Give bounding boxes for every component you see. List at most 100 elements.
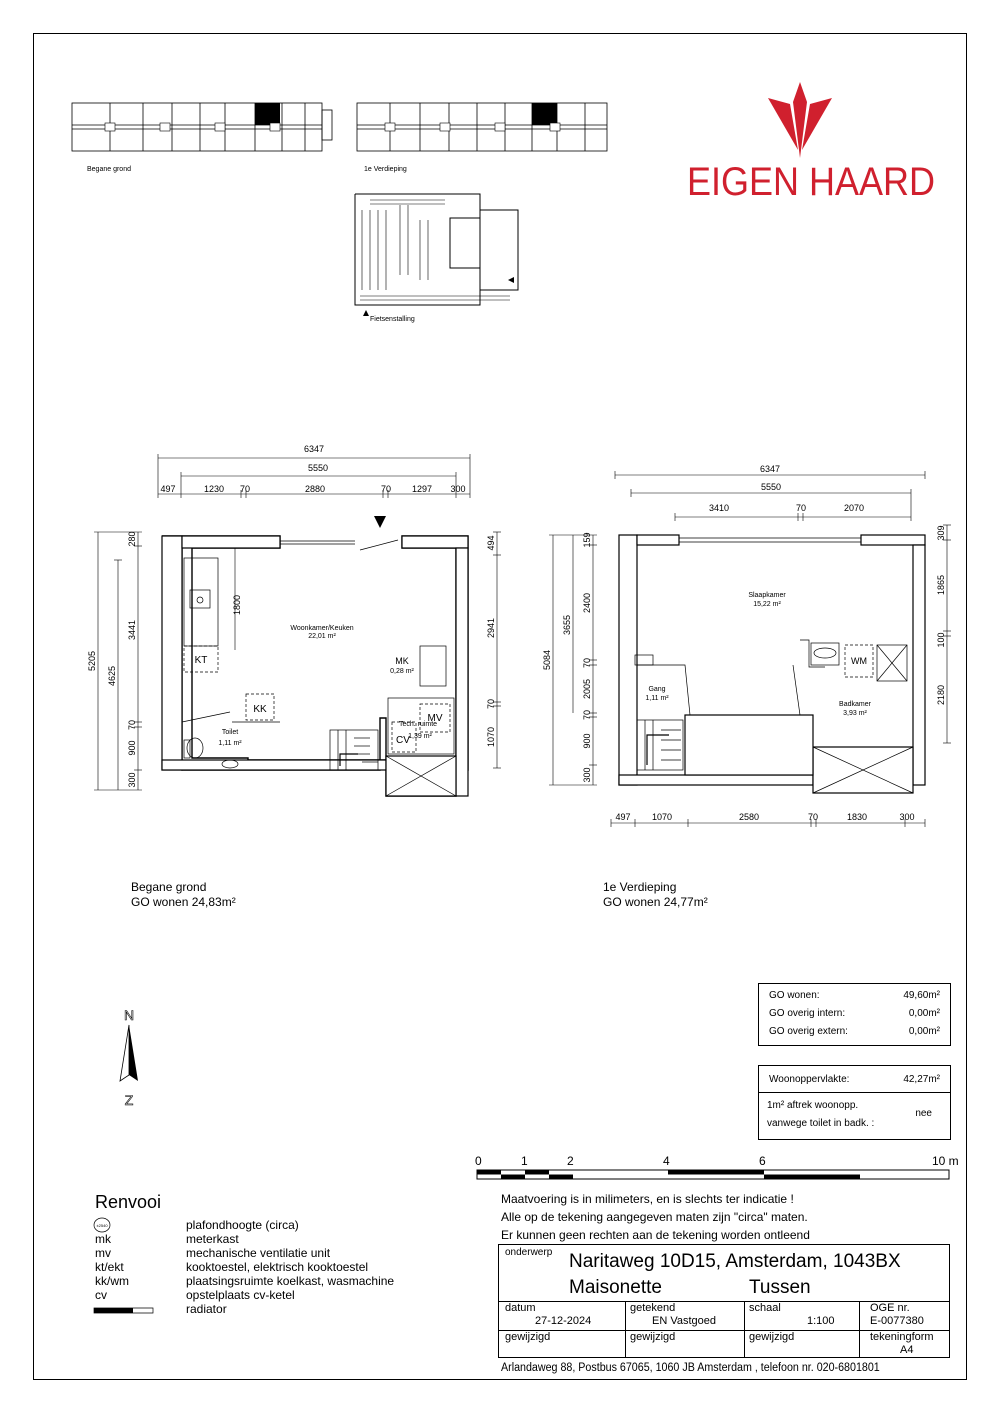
f-dim-2070: 2070 bbox=[844, 503, 864, 513]
g-dim-2880: 2880 bbox=[305, 484, 325, 494]
f-room-bed-area: 15,22 m² bbox=[753, 601, 781, 608]
g-dim-5205: 5205 bbox=[87, 651, 97, 671]
g-dim-1230: 1230 bbox=[204, 484, 224, 494]
floorplan-ground: 6347 5550 497 1230 70 2880 70 1297 300 5… bbox=[87, 444, 501, 797]
scale-0: 0 bbox=[475, 1154, 482, 1168]
titleblock-datum: datum 27-12-2024 bbox=[498, 1301, 626, 1331]
titleblock-gewijzigd-3: gewijzigd bbox=[744, 1330, 860, 1358]
legend-desc: mechanische ventilatie unit bbox=[186, 1246, 331, 1260]
legend-desc: radiator bbox=[186, 1302, 227, 1316]
note-1: Maatvoering is in milimeters, en is slec… bbox=[501, 1192, 794, 1206]
g-dim-497: 497 bbox=[160, 484, 175, 494]
tekeningform-label: tekeningform bbox=[870, 1331, 934, 1343]
legend-key: cv bbox=[95, 1288, 107, 1302]
g-kt: KT bbox=[195, 655, 208, 666]
titleblock-getekend: getekend EN Vastgoed bbox=[625, 1301, 745, 1331]
g-room-mk: MK bbox=[395, 656, 409, 666]
keyplan-ground bbox=[71, 102, 333, 152]
g-mv: MV bbox=[428, 713, 443, 724]
f-room-gang-area: 1,11 m² bbox=[645, 695, 669, 702]
keyplan-ground-label: Begane grond bbox=[87, 166, 131, 173]
schaal-value: 1:100 bbox=[807, 1315, 835, 1327]
compass-z: Z bbox=[125, 1092, 134, 1108]
brand-name: EIGEN HAARD bbox=[687, 160, 936, 204]
address: Naritaweg 10D15, Amsterdam, 1043BX bbox=[569, 1251, 901, 1272]
go-extern-value: 0,00m² bbox=[908, 1025, 940, 1037]
legend-desc: opstelplaats cv-ketel bbox=[186, 1288, 295, 1302]
f-dim-309: 309 bbox=[936, 525, 946, 540]
keyplan-first-label: 1e Verdieping bbox=[364, 166, 407, 173]
f-dim-3655: 3655 bbox=[562, 615, 572, 635]
ground-floor-title: Begane grond bbox=[131, 880, 207, 894]
legend-title: Renvooi bbox=[95, 1192, 162, 1212]
f-dim-2180: 2180 bbox=[936, 685, 946, 705]
legend-key: mv bbox=[95, 1246, 111, 1260]
eigen-haard-logo-icon bbox=[768, 82, 832, 158]
f-dim-70: 70 bbox=[796, 503, 806, 513]
aftrek-value: nee bbox=[915, 1108, 932, 1119]
f-dim-inner: 5550 bbox=[761, 482, 781, 492]
onderwerp-label: onderwerp bbox=[505, 1247, 553, 1258]
go-wonen-label: GO wonen: bbox=[769, 989, 820, 1001]
titleblock-subject: onderwerp Naritaweg 10D15, Amsterdam, 10… bbox=[498, 1244, 950, 1302]
datum-label: datum bbox=[505, 1302, 536, 1314]
datum-value: 27-12-2024 bbox=[535, 1315, 592, 1327]
f-dim-1865: 1865 bbox=[936, 575, 946, 595]
g-dim-inner: 5550 bbox=[308, 463, 328, 473]
titleblock-gewijzigd-1: gewijzigd bbox=[498, 1330, 626, 1358]
woon-label: Woonoppervlakte: bbox=[769, 1073, 850, 1085]
note-2: Alle op de tekening aangegeven maten zij… bbox=[501, 1210, 808, 1224]
company-footer: Arlandaweg 88, Postbus 67065, 1060 JB Am… bbox=[501, 1362, 880, 1374]
f-dim-5084: 5084 bbox=[542, 650, 552, 670]
tekeningform-value: A4 bbox=[900, 1344, 914, 1356]
g-room-tech-area: 1,39 m² bbox=[408, 733, 432, 740]
radiator-icon bbox=[93, 1307, 154, 1314]
g-dim-280: 280 bbox=[127, 531, 137, 546]
house-type: Maisonette bbox=[569, 1277, 662, 1298]
f-dim-overall: 6347 bbox=[760, 464, 780, 474]
keyplan-first bbox=[356, 102, 608, 152]
note-3: Er kunnen geen rechten aan de tekening w… bbox=[501, 1228, 810, 1242]
page-frame bbox=[33, 33, 967, 1380]
g-dim-2941: 2941 bbox=[486, 618, 496, 638]
getekend-label: getekend bbox=[630, 1302, 676, 1314]
g-dim-70: 70 bbox=[127, 720, 137, 730]
f-dim-3410: 3410 bbox=[709, 503, 729, 513]
area-summary-box: GO wonen:49,60m² GO overig intern:0,00m²… bbox=[758, 983, 951, 1046]
f-dim-70b: 70 bbox=[808, 812, 818, 822]
ceiling-symbol: ±2540 bbox=[96, 1223, 108, 1228]
oge-label: OGE nr. bbox=[870, 1302, 910, 1314]
g-cv: CV bbox=[396, 735, 410, 746]
gewijzigd-label: gewijzigd bbox=[749, 1331, 795, 1343]
g-dim-1800: 1800 bbox=[232, 595, 242, 615]
g-dim-1297: 1297 bbox=[412, 484, 432, 494]
g-dim-70a: 70 bbox=[240, 484, 250, 494]
f-dim-70l2: 70 bbox=[582, 710, 592, 720]
g-dim-70b: 70 bbox=[381, 484, 391, 494]
f-room-bath: Badkamer bbox=[839, 701, 872, 708]
go-extern-label: GO overig extern: bbox=[769, 1025, 848, 1037]
f-dim-300l: 300 bbox=[582, 767, 592, 782]
scale-bar: 0 1 2 4 6 10 m bbox=[475, 1154, 959, 1180]
aftrek-label-1: 1m² aftrek woonopp. bbox=[767, 1100, 859, 1111]
compass-n: N bbox=[124, 1007, 134, 1023]
gewijzigd-label: gewijzigd bbox=[505, 1331, 551, 1343]
f-dim-70l: 70 bbox=[582, 658, 592, 668]
legend-desc: meterkast bbox=[186, 1232, 239, 1246]
f-room-bed: Slaapkamer bbox=[748, 592, 786, 599]
scale-2: 2 bbox=[567, 1154, 574, 1168]
woon-value: 42,27m² bbox=[903, 1073, 940, 1085]
g-dim-900: 900 bbox=[127, 740, 137, 755]
oge-value: E-0077380 bbox=[870, 1315, 924, 1327]
g-dim-300l: 300 bbox=[127, 772, 137, 787]
scale-4: 4 bbox=[663, 1154, 670, 1168]
f-dim-1070: 1070 bbox=[652, 812, 672, 822]
f-dim-2005: 2005 bbox=[582, 679, 592, 699]
go-intern-value: 0,00m² bbox=[908, 1007, 940, 1019]
north-arrow-icon: N Z bbox=[119, 1007, 138, 1108]
g-kk: KK bbox=[253, 704, 267, 715]
first-floor-title: 1e Verdieping bbox=[603, 880, 677, 894]
f-dim-900: 900 bbox=[582, 733, 592, 748]
keyplan-bike-label: Fietsenstalling bbox=[370, 316, 415, 323]
